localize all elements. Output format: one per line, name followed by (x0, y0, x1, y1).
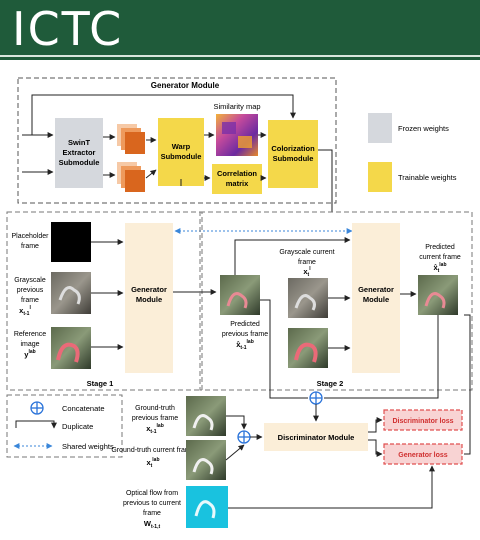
predicted-cur-label-2: current frame (419, 254, 461, 261)
bottom-legend: Concatenate Duplicate Shared weights (6, 394, 123, 458)
trainable-swatch (368, 162, 392, 192)
frozen-swatch (368, 113, 392, 143)
trainable-label: Trainable weights (398, 173, 457, 182)
flow-label-1: Optical flow from (126, 490, 178, 497)
generator-module-frame (17, 77, 337, 204)
predicted-prev-symbol: x̂t-1lab (236, 339, 254, 351)
duplicate-label: Duplicate (62, 422, 93, 431)
correlation-label-2: matrix (226, 179, 249, 188)
flow-label-3: frame (143, 510, 161, 517)
generator-loss-box (383, 443, 463, 465)
stage-1-generator-label-2: Module (136, 295, 162, 304)
colorization-submodule-box (268, 120, 318, 188)
correlation-matrix-box (212, 164, 262, 194)
stage-1-generator-label-1: Generator (131, 285, 167, 294)
frozen-label: Frozen weights (398, 124, 449, 133)
gt-cur-label: Ground-truth current frame (111, 447, 194, 454)
reference-label-2: image (20, 341, 39, 348)
stage-2-label: Stage 2 (317, 379, 344, 388)
shared-weights-label: Shared weights (62, 442, 114, 451)
banner-rule (0, 55, 480, 57)
similarity-map-label: Similarity map (213, 102, 260, 111)
swint-extractor-box (55, 118, 103, 188)
predicted-cur-symbol: x̂tlab (433, 262, 446, 274)
warp-label-2: Submodule (161, 152, 202, 161)
reference-symbol: ylab (24, 349, 35, 359)
stage-2-generator-label-1: Generator (358, 285, 394, 294)
grayscale-prev-image (51, 272, 91, 314)
swint-label-1: SwinT (68, 138, 91, 147)
stage-2-generator-box (352, 223, 400, 373)
reference-label-1: Reference (14, 331, 46, 338)
stage-1: Placeholder frame Grayscale previous fra… (6, 211, 217, 391)
placeholder-frame-image (51, 222, 91, 262)
grayscale-cur-label-2: frame (298, 259, 316, 266)
predicted-cur-label-1: Predicted (425, 244, 455, 251)
gt-cur-symbol: xtlab (146, 457, 159, 469)
feature-stack-lower (117, 162, 145, 192)
correlation-label-1: Correlation (217, 169, 257, 178)
flow-symbol: Wt-1,t (144, 519, 161, 530)
generator-module-arrows (22, 94, 333, 212)
stage-2-generator-label-2: Module (363, 295, 389, 304)
gt-prev-label-1: Ground-truth (135, 405, 175, 412)
reference-image-duplicate (288, 328, 328, 368)
grayscale-prev-label-2: previous (17, 287, 44, 294)
colorization-label-2: Submodule (273, 154, 314, 163)
grayscale-prev-label-1: Grayscale (14, 277, 46, 284)
discriminator-loss-label: Discriminator loss (392, 418, 453, 425)
weights-legend: Frozen weights Trainable weights (368, 113, 457, 192)
feature-stack-upper (117, 124, 145, 154)
similarity-map-image (216, 114, 258, 156)
banner-title: ICTC (12, 2, 124, 56)
optical-flow-image (186, 486, 228, 528)
predicted-prev-label-1: Predicted (230, 321, 260, 328)
bottom-legend-frame (6, 394, 123, 458)
stage-2-arrows (234, 237, 439, 399)
reference-image (51, 327, 91, 369)
gt-prev-symbol: xt-1lab (146, 423, 164, 435)
generator-module-title: Generator Module (151, 81, 220, 90)
generator-module-detail: Generator Module SwinT Extractor Submodu… (17, 77, 337, 212)
stage-1-label: Stage 1 (87, 379, 114, 388)
grayscale-prev-symbol: xt-1l (19, 305, 31, 317)
swint-label-2: Extractor (63, 148, 96, 157)
grayscale-cur-symbol: xtl (303, 266, 311, 278)
warp-submodule-box (158, 118, 204, 186)
header-banner: ICTC (0, 0, 480, 60)
stage-1-frame (6, 211, 203, 391)
swint-label-3: Submodule (59, 158, 100, 167)
discriminator-arrows (225, 314, 471, 509)
duplicate-icon (15, 420, 57, 429)
concatenate-label: Concatenate (62, 404, 105, 413)
stage-2-frame (199, 211, 473, 391)
grayscale-cur-label-1: Grayscale current (279, 249, 334, 256)
colorization-label-1: Colorization (271, 144, 315, 153)
warp-label-1: Warp (172, 142, 191, 151)
grayscale-prev-label-3: frame (21, 297, 39, 304)
stage-2: Predicted previous frame x̂t-1lab Graysc… (199, 211, 473, 399)
discriminator-loss-box (383, 409, 463, 431)
discriminator-module-box (264, 423, 368, 451)
discriminator-section: Ground-truth previous frame xt-1lab Grou… (111, 314, 471, 530)
stage-1-arrows (91, 239, 217, 350)
placeholder-label-1: Placeholder (12, 233, 50, 240)
predicted-prev-label-2: previous frame (222, 331, 268, 338)
stage-1-generator-box (125, 223, 173, 373)
discriminator-module-label: Discriminator Module (278, 433, 355, 442)
gt-prev-label-2: previous frame (132, 415, 178, 422)
placeholder-label-2: frame (21, 243, 39, 250)
flow-label-2: previous to current (123, 500, 181, 507)
generator-loss-label: Generator loss (398, 452, 448, 459)
